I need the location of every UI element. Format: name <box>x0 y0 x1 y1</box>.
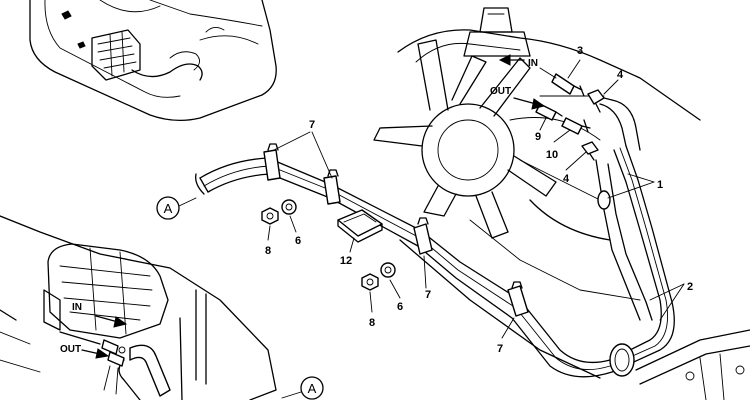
washer-6-upper <box>281 199 297 215</box>
callout-12: 12 <box>340 255 352 267</box>
callout-6-upper: 6 <box>295 235 301 247</box>
engine-fan-assembly <box>373 7 701 379</box>
clamp-7-upper-mid <box>323 169 341 205</box>
flow-label-out-inset: OUT <box>60 344 81 355</box>
reference-mark-a-bottom: A <box>281 376 324 400</box>
loose-hardware <box>261 199 396 291</box>
clamp-7-upper-left <box>263 143 281 181</box>
callout-7-mid: 7 <box>425 289 431 301</box>
callout-2: 2 <box>687 281 693 293</box>
svg-text:A: A <box>164 201 173 216</box>
fitting-10 <box>561 117 583 135</box>
callout-7-lower: 7 <box>497 343 503 355</box>
flow-label-in-inset: IN <box>72 302 82 313</box>
leader-lines <box>267 59 685 339</box>
fitting-3 <box>551 73 575 95</box>
callout-4-upper: 4 <box>617 69 624 81</box>
svg-text:A: A <box>308 381 317 396</box>
callout-4-lower: 4 <box>563 173 570 185</box>
callout-6-lower: 6 <box>397 301 403 313</box>
hose-grommet <box>609 343 635 377</box>
callout-9: 9 <box>535 131 541 143</box>
hose-line-lower <box>207 145 675 378</box>
coolant-fittings <box>498 54 613 161</box>
fitting-4-upper <box>587 89 605 105</box>
bottom-inset-view <box>0 215 277 400</box>
fitting-9 <box>535 103 557 121</box>
clamp-7-mid <box>413 217 433 255</box>
clamp-7-lower <box>507 281 529 317</box>
flow-label-out: OUT <box>490 86 511 97</box>
coolant-hose-assembly <box>195 99 675 378</box>
callout-8-lower: 8 <box>369 317 375 329</box>
callout-3: 3 <box>577 45 583 57</box>
callout-8-upper: 8 <box>265 245 271 257</box>
rubber-pad-12 <box>337 209 383 243</box>
callout-1: 1 <box>657 179 663 191</box>
nut-8-upper <box>261 207 279 225</box>
top-inset-engine-view <box>29 0 277 122</box>
fitting-4-lower <box>581 141 599 155</box>
callout-10: 10 <box>546 149 558 161</box>
chassis-floor <box>635 329 750 400</box>
flow-label-in: IN <box>528 58 538 69</box>
nut-8-lower <box>361 273 379 291</box>
callout-7-top: 7 <box>309 119 315 131</box>
washer-6-lower <box>380 262 396 278</box>
reference-mark-a-left: A <box>156 196 197 220</box>
